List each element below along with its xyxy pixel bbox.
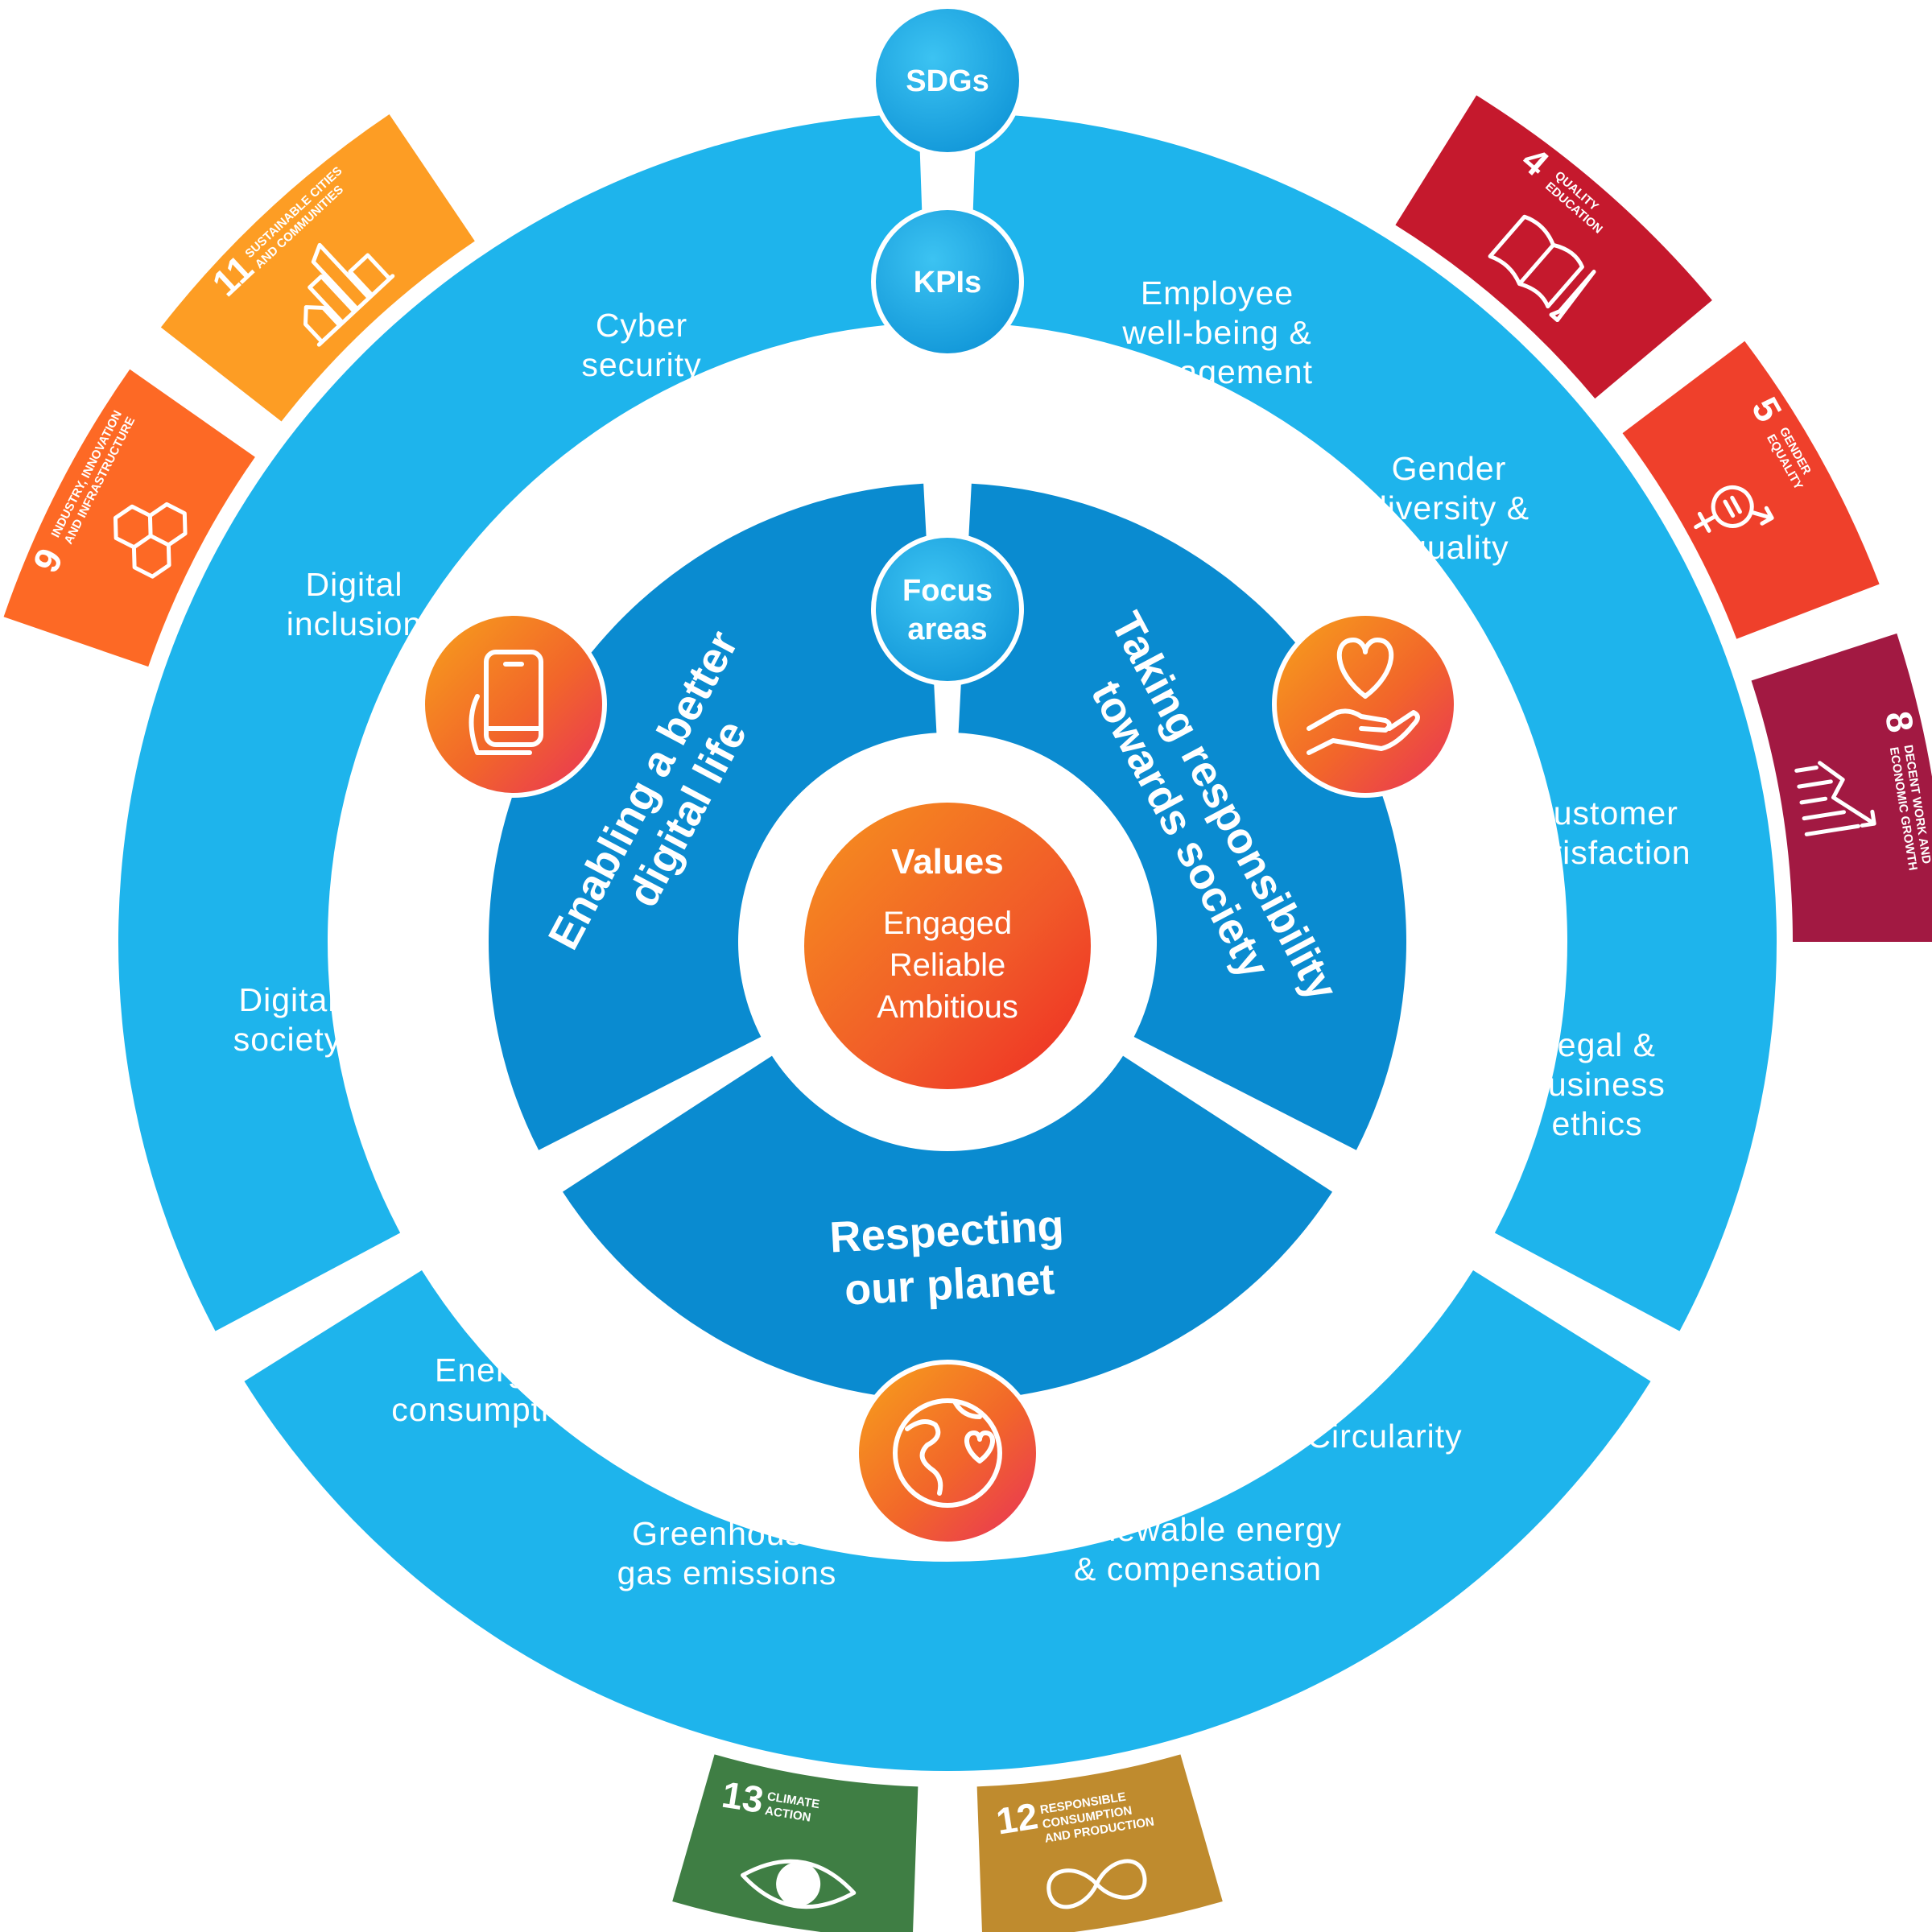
globe-heart-icon [854, 1360, 1041, 1546]
book-pencil-icon [1488, 214, 1596, 323]
sdg-number: 12 [993, 1794, 1041, 1842]
undefined-label-line: Focus [902, 574, 993, 608]
kpi-employee-wellbeing-line: Employee [1141, 275, 1294, 312]
sdg-tile-background [1751, 633, 1932, 942]
kpi-gender-diversity-line: equality [1389, 529, 1509, 566]
undefined: Focus areas [871, 533, 1024, 686]
kpi-legal-ethics-line: ethics [1551, 1105, 1642, 1142]
kpi-segment-bottom [244, 1270, 1651, 1771]
sdg-tile-background [672, 1754, 919, 1932]
undefined-label-line: KPIs [914, 266, 981, 299]
city-icon [303, 242, 395, 347]
kpi-circularity: Circularity [1307, 1418, 1462, 1455]
smartphone-icon [420, 611, 607, 798]
kpi-gender-diversity-line: diversity & [1368, 489, 1530, 526]
kpi-energy-consumption-line: consumption [391, 1391, 587, 1428]
kpi-digital-inclusion-line: inclusion [287, 605, 423, 642]
kpi-circularity-line: Circularity [1307, 1418, 1462, 1455]
kpi-legal-ethics-line: business [1529, 1066, 1666, 1103]
kpi-cyber-security-line: security [581, 346, 701, 383]
kpi-digital-society-line: Digital [239, 981, 336, 1018]
undefined-label: SDGs [906, 64, 989, 98]
focus-segment-planet [562, 1055, 1333, 1402]
undefined-label-line: SDGs [906, 64, 989, 98]
focus-planet-line: our planet [844, 1255, 1056, 1315]
undefined-label-line: areas [907, 613, 987, 646]
heart-hand-icon [1272, 611, 1459, 798]
focus-segment-digital-life [488, 483, 937, 1150]
sdg-tile-background [3, 369, 255, 667]
cubes-icon [113, 502, 188, 579]
kpi-digital-inclusion-line: Digital [306, 566, 403, 603]
eye-globe-icon [740, 1859, 857, 1909]
values-item: Engaged [883, 906, 1012, 941]
values-item: Ambitious [877, 989, 1018, 1025]
kpi-greenhouse-gas-line: Greenhouse [632, 1515, 822, 1552]
kpi-digital-society-line: society [233, 1021, 342, 1058]
kpi-energy-consumption-line: Energy [435, 1352, 544, 1389]
undefined: KPIs [871, 205, 1024, 358]
sdg-tile-background [1622, 341, 1880, 639]
kpi-customer-satisfaction-line: satisfaction [1516, 834, 1690, 871]
kpi-ring [118, 113, 1777, 1771]
kpi-cyber-security-line: Cyber [596, 307, 687, 344]
infinity-icon [1046, 1859, 1147, 1909]
undefined-label: Focus areas [902, 574, 993, 646]
kpi-gender-diversity-line: Gender [1392, 450, 1507, 487]
growth-chart-icon [1794, 761, 1876, 836]
kpi-renewable-energy-line: & compensation [1074, 1550, 1322, 1587]
kpi-legal-ethics-line: Legal & [1538, 1026, 1656, 1063]
sdg-number: 13 [719, 1773, 766, 1821]
undefined: SDGs [871, 4, 1024, 157]
undefined-label: KPIs [914, 266, 981, 299]
kpi-renewable-energy-line: Renewable energy [1054, 1511, 1342, 1548]
kpi-employee-wellbeing-line: well-being & [1121, 314, 1311, 351]
kpi-segment-left [118, 113, 927, 1331]
kpi-customer-satisfaction-line: Customer [1529, 795, 1678, 832]
gender-equality-icon [1694, 485, 1774, 533]
focus-planet: Respectingour planet [828, 1201, 1067, 1315]
sdg-tile-background [976, 1754, 1223, 1932]
kpi-renewable-energy: Renewable energy& compensation [1054, 1511, 1342, 1587]
sdg-tiles-layer: 4QUALITYEDUCATION5GENDEREQUALITY8DECENT … [3, 95, 1932, 1932]
values-title: Values [891, 842, 1003, 881]
values-item: Reliable [890, 947, 1006, 983]
kpi-greenhouse-gas-line: gas emissions [617, 1554, 837, 1591]
kpi-employee-wellbeing-line: engagement [1121, 353, 1313, 390]
kpi-segment-top-right [968, 113, 1777, 1331]
